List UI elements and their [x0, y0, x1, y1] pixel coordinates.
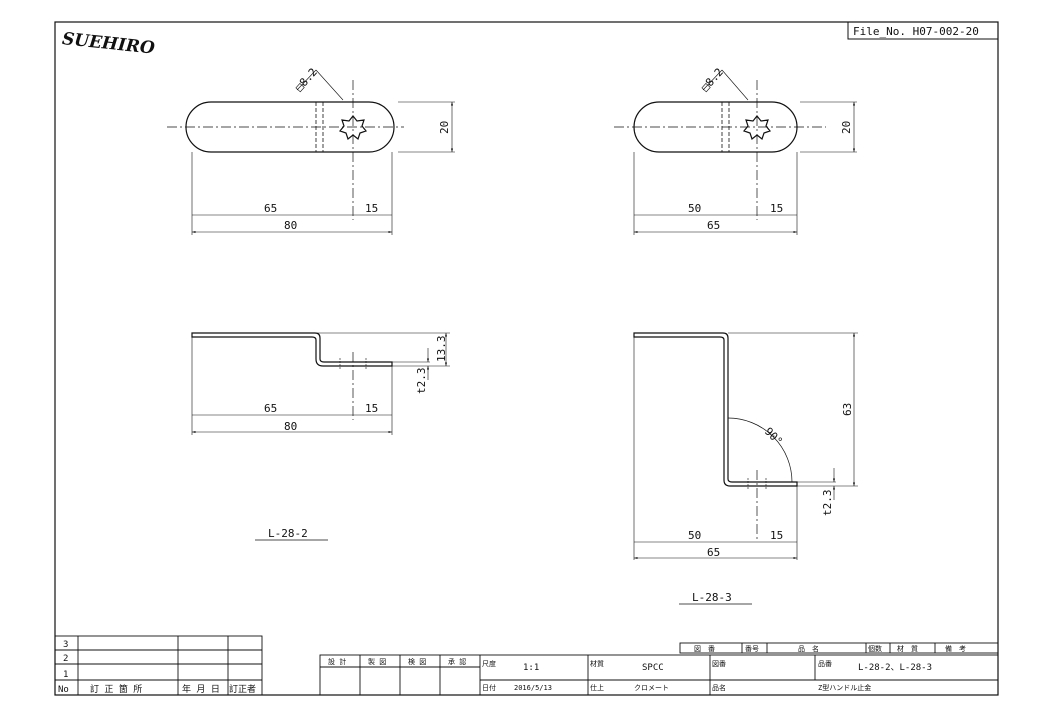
revision-header-date: 年 月 日 — [182, 683, 220, 695]
part-name-value: Z型ハンドル止金 — [818, 683, 871, 692]
parts-header-qty: 個数 — [868, 644, 882, 653]
l283-a-dim: 50 — [688, 202, 701, 215]
l282-top-view — [167, 69, 455, 235]
file-no-box — [847, 21, 999, 40]
parts-header-drawing-no: 図 番 — [694, 645, 715, 653]
sheet-border — [54, 21, 999, 696]
l282-side-view — [191, 332, 450, 435]
revision-header-no: No — [58, 685, 69, 695]
scale-value: 1:1 — [523, 663, 539, 673]
l283-thickness-dim: t2.3 — [821, 490, 834, 517]
material-value: SPCC — [642, 663, 664, 673]
l283-side-overall-dim: 65 — [707, 546, 720, 559]
l282-height-dim: 13.3 — [435, 336, 448, 363]
l282-side-a-dim: 65 — [264, 402, 277, 415]
l283-top-view — [614, 69, 857, 235]
parts-header-name: 品 名 — [798, 644, 819, 653]
l283-label: L-28-3 — [692, 591, 732, 604]
role-approver: 承 認 — [448, 657, 466, 666]
revision-table — [54, 635, 263, 696]
revision-row-3: 3 — [63, 640, 68, 650]
logo-text: SUEHIRO — [61, 29, 156, 59]
title-block — [319, 654, 999, 696]
parts-header-number: 番号 — [745, 645, 759, 653]
revision-row-2: 2 — [63, 654, 68, 664]
parts-header-remarks: 備 考 — [945, 644, 966, 653]
l282-thickness-dim: t2.3 — [415, 368, 428, 395]
l283-angle-dim: 90° — [762, 425, 785, 448]
part-name-label: 品名 — [712, 683, 726, 692]
l282-width-dim: 20 — [438, 121, 451, 134]
parts-header — [679, 642, 999, 654]
drawing-no-label: 図番 — [712, 660, 726, 668]
revision-header-place: 訂 正 箇 所 — [90, 683, 142, 695]
material-label: 材質 — [590, 659, 604, 668]
part-no-value: L-28-2、L-28-3 — [858, 663, 932, 673]
revision-row-1: 1 — [63, 670, 68, 680]
revision-header-person: 訂正者 — [229, 683, 256, 695]
l282-overall-dim: 80 — [284, 219, 297, 232]
l282-label: L-28-2 — [268, 527, 308, 540]
finish-value: クロメート — [634, 684, 669, 692]
l282-a-dim: 65 — [264, 202, 277, 215]
l283-side-view — [633, 332, 858, 560]
date-value: 2016/5/13 — [514, 684, 552, 692]
role-designer: 設 計 — [328, 657, 346, 666]
date-label: 日付 — [482, 683, 496, 692]
role-checker: 検 図 — [408, 657, 426, 666]
finish-label: 仕上 — [590, 683, 604, 692]
part-no-label: 品番 — [818, 660, 832, 668]
l283-height-dim: 63 — [841, 403, 854, 416]
scale-label: 尺度 — [482, 659, 496, 668]
l283-side-b-dim: 15 — [770, 529, 783, 542]
file-no: File_No. H07-002-20 — [853, 25, 979, 38]
l283-width-dim: 20 — [840, 121, 853, 134]
l282-side-overall-dim: 80 — [284, 420, 297, 433]
role-drafter: 製 図 — [368, 657, 386, 666]
l282-b-dim: 15 — [365, 202, 378, 215]
l282-side-b-dim: 15 — [365, 402, 378, 415]
suehiro-logo: SUEHIRO — [61, 29, 156, 59]
l283-side-a-dim: 50 — [688, 529, 701, 542]
parts-header-material: 材 質 — [897, 644, 918, 653]
l283-overall-dim: 65 — [707, 219, 720, 232]
l283-b-dim: 15 — [770, 202, 783, 215]
